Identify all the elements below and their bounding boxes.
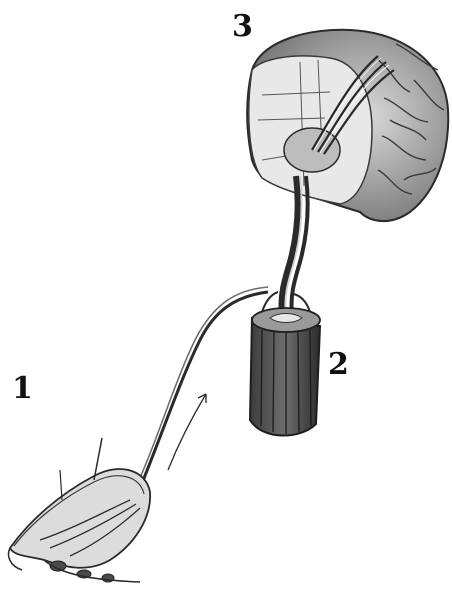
label-spinal-cord: 2 <box>328 350 349 380</box>
spinal-cord-icon <box>250 292 320 436</box>
label-receptor: 1 <box>12 374 33 404</box>
brain-icon <box>247 30 448 221</box>
afferent-nerve-icon <box>130 287 268 500</box>
label-brain: 3 <box>232 12 253 42</box>
receptor-icon <box>9 438 151 582</box>
